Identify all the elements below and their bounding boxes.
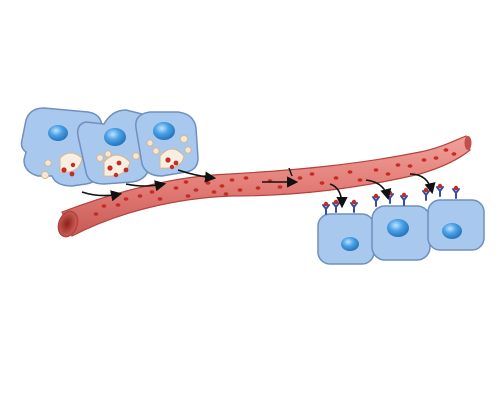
hormone-particle	[173, 186, 179, 190]
delivery-arrow	[409, 173, 436, 195]
blood-vessel	[57, 135, 472, 238]
hormone-particle	[93, 212, 99, 216]
hormone-particle	[451, 152, 457, 156]
hormone-particle	[385, 172, 391, 176]
receptor-icon	[436, 183, 444, 197]
hormone-particle	[123, 197, 129, 201]
hormone-particle	[229, 178, 235, 182]
hormone-particle	[157, 197, 163, 201]
hormone-particle	[185, 194, 191, 198]
hormone-particle	[395, 163, 401, 167]
vessel-tick-mark	[288, 167, 293, 177]
cell-nucleus	[341, 237, 359, 251]
hormone-particle	[357, 178, 363, 182]
hormone-particle	[219, 184, 225, 188]
receptor-icon	[400, 192, 408, 206]
hormone-particles-in-blood	[93, 148, 457, 216]
hormone-particle	[333, 176, 339, 180]
cell-nucleus	[442, 223, 462, 239]
secreting-cell	[76, 109, 154, 185]
receptor-icon	[372, 193, 380, 207]
delivery-arrow	[365, 179, 392, 201]
hormone-particle	[205, 181, 211, 185]
hormone-particle	[433, 156, 439, 160]
receptor-icon	[452, 185, 460, 199]
transport-arrows	[81, 167, 436, 209]
hormone-particle	[443, 148, 449, 152]
hormone-particle	[137, 194, 143, 198]
vessel-end	[464, 136, 472, 150]
hormone-particle	[237, 188, 243, 192]
hormone-particle	[101, 204, 107, 208]
receptor-icon	[332, 199, 340, 213]
secreting-cell-cluster	[20, 107, 199, 187]
receptor-icon	[350, 199, 358, 213]
cell-nucleus	[387, 219, 409, 237]
hormone-particle	[149, 190, 155, 194]
target-cell	[317, 213, 375, 265]
hormone-particle	[211, 190, 217, 194]
hormone-particle	[373, 168, 379, 172]
vessel-lumen	[57, 210, 79, 238]
hormone-particle	[277, 185, 283, 189]
secretion-arrow	[81, 190, 123, 202]
target-cell	[427, 199, 485, 251]
target-cell	[371, 205, 431, 261]
hormone-particle	[193, 188, 199, 192]
secretion-arrow	[177, 169, 217, 183]
receptor-icon	[422, 187, 430, 201]
hormone-particle	[347, 170, 353, 174]
hormone-particle	[115, 203, 121, 207]
hormone-particle	[255, 186, 261, 190]
hormone-particle	[421, 158, 427, 162]
delivery-arrow	[329, 183, 348, 209]
target-cell-cluster	[317, 183, 485, 265]
secretion-arrow	[125, 180, 167, 192]
hormone-particle	[407, 164, 413, 168]
hormone-particle	[319, 181, 325, 185]
cell-nucleus	[153, 122, 175, 140]
hormone-particle	[223, 192, 229, 196]
hormone-particle	[183, 180, 189, 184]
cell-nucleus	[104, 128, 126, 146]
cell-nucleus	[48, 125, 68, 141]
secreting-cell	[135, 111, 199, 177]
receptor-icon	[322, 201, 330, 215]
hormone-particle	[243, 176, 249, 180]
hormone-particle	[297, 176, 303, 180]
hormone-particle	[309, 172, 315, 176]
